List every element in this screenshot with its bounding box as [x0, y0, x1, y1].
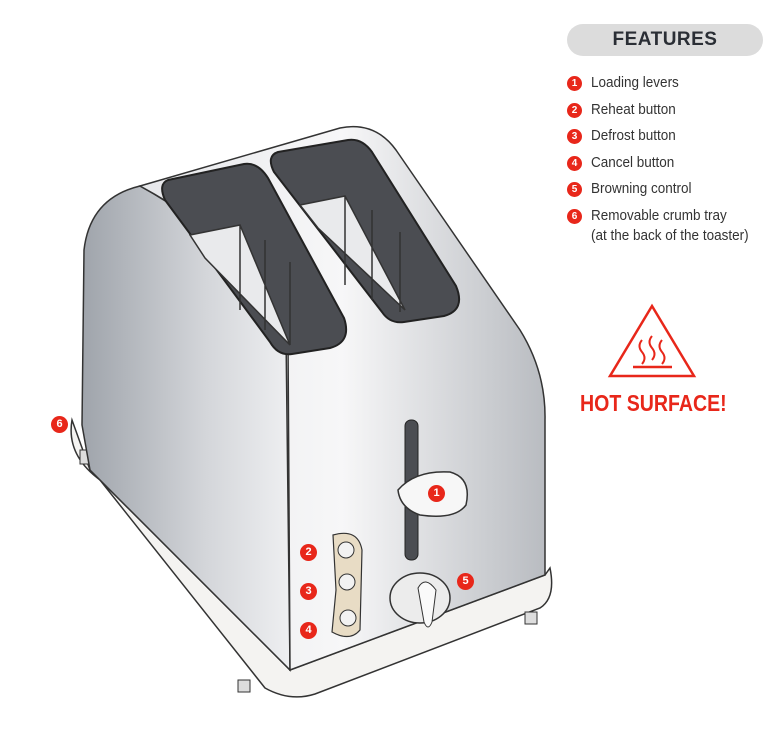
feature-label-note: (at the back of the toaster) — [591, 226, 749, 244]
feature-label: Browning control — [591, 180, 692, 198]
toaster-base — [70, 417, 553, 698]
feature-label: Loading levers — [591, 74, 679, 91]
slot-rack-right — [298, 195, 406, 312]
callout-badge-6: 6 — [51, 416, 68, 433]
feature-item: 4 Cancel button — [567, 153, 766, 180]
feature-label: Removable crumb tray (at the back of the … — [591, 206, 749, 246]
feature-label-main: Removable crumb tray — [591, 206, 727, 224]
callout-badge-1: 1 — [428, 485, 445, 502]
callout-badge-2: 2 — [300, 544, 317, 561]
feature-item: 3 Defrost button — [567, 126, 766, 153]
hot-surface-warning: HOT SURFACE! — [580, 390, 727, 416]
feature-number-badge: 2 — [567, 102, 582, 118]
feature-item: 2 Reheat button — [567, 100, 766, 127]
features-list: 1 Loading levers 2 Reheat button 3 Defrost … — [567, 73, 766, 244]
hot-surface-icon — [607, 303, 697, 378]
callout-badge-3: 3 — [300, 583, 317, 600]
reheat-button[interactable] — [337, 541, 355, 559]
feature-number-badge: 1 — [567, 76, 582, 91]
cancel-button[interactable] — [339, 609, 357, 627]
feature-item: 6 Removable crumb tray (at the back of the… — [567, 206, 766, 244]
feature-number-badge: 5 — [567, 182, 582, 198]
feature-label: Defrost button — [591, 127, 676, 145]
foot — [237, 679, 251, 693]
features-heading: FEATURES — [567, 24, 763, 56]
feature-label: Reheat button — [591, 100, 676, 118]
feature-label: Cancel button — [591, 153, 675, 171]
knob-grip — [417, 581, 437, 628]
feature-item: 5 Browning control — [567, 179, 766, 206]
callout-badge-5: 5 — [457, 573, 474, 590]
feature-item: 1 Loading levers — [567, 73, 766, 100]
foot — [524, 611, 538, 625]
slot-rack-left — [188, 224, 291, 346]
defrost-button[interactable] — [338, 573, 356, 591]
bread-slot-right — [269, 138, 460, 324]
callout-badge-4: 4 — [300, 622, 317, 639]
feature-number-badge: 3 — [567, 129, 582, 145]
feature-number-badge: 6 — [567, 208, 582, 224]
feature-number-badge: 4 — [567, 155, 582, 171]
